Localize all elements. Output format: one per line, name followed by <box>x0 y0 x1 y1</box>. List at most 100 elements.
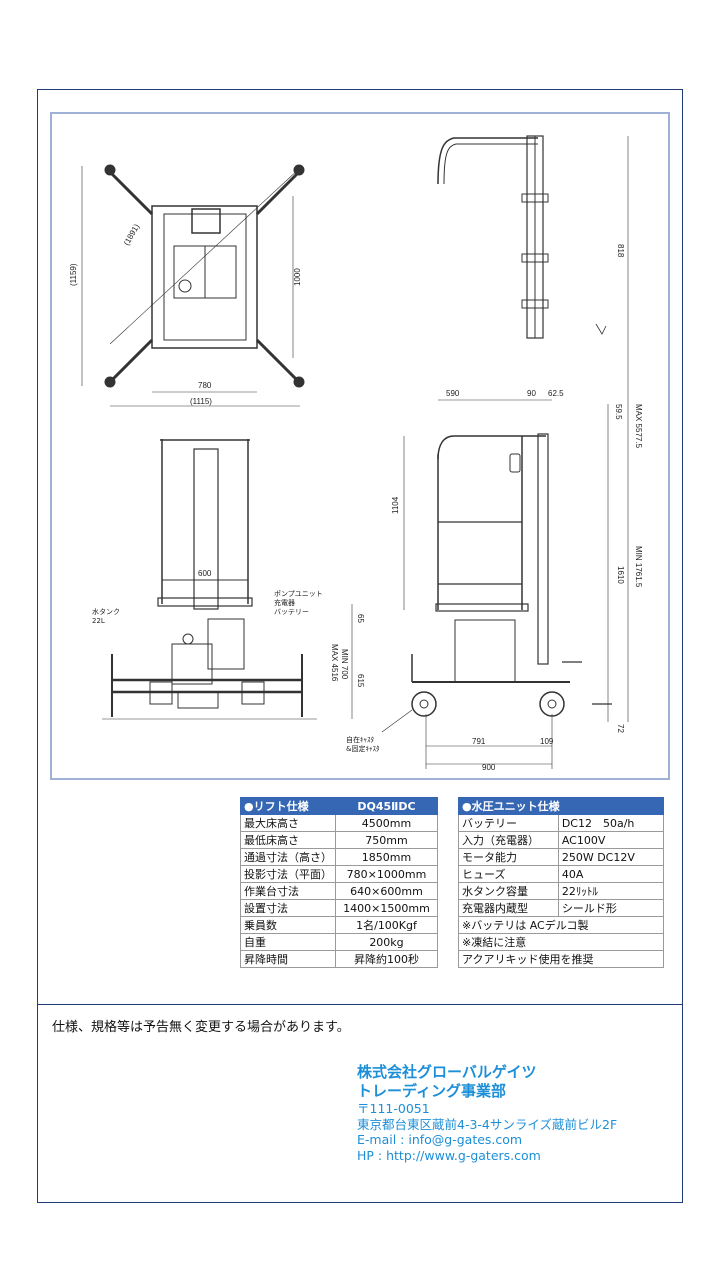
label-charger: 充電器 <box>274 598 295 607</box>
hyd-key: 充電器内蔵型 <box>458 899 559 917</box>
table-row: 通過寸法（高さ）1850mm <box>240 848 438 866</box>
side-view-mast-top <box>437 135 629 722</box>
company-postal: 〒111-0051 <box>357 1101 430 1116</box>
lift-spec-title: ●リフト仕様 <box>240 797 336 815</box>
dim-1115: (1115) <box>190 397 212 406</box>
dim-818: 818 <box>616 244 625 258</box>
hyd-note: ※凍結に注意 <box>458 933 664 951</box>
dim-1000: 1000 <box>293 268 302 286</box>
hyd-value: DC12 50a/h <box>557 814 665 832</box>
dim-65: 65 <box>356 614 365 623</box>
dim-1891: (1891) <box>122 222 142 247</box>
dim-780: 780 <box>198 381 212 390</box>
dim-590: 590 <box>446 389 460 398</box>
lift-value: 4500mm <box>335 814 438 832</box>
dim-900: 900 <box>482 763 496 772</box>
table-row: 充電器内蔵型シールド形 <box>458 899 665 917</box>
label-caster-2: &固定ｷｬｽﾀ <box>346 744 380 753</box>
label-caster-1: 自在ｷｬｽﾀ <box>346 735 374 744</box>
dim-600: 600 <box>198 569 212 578</box>
section-divider <box>37 1004 683 1005</box>
top-view <box>81 164 305 407</box>
dim-1159: (1159) <box>69 263 78 286</box>
company-website[interactable]: HP : http://www.g-gaters.com <box>357 1147 541 1163</box>
label-water-tank: 水タンク <box>92 607 120 616</box>
table-row: 投影寸法（平面）780×1000mm <box>240 865 438 883</box>
dim-615: 615 <box>356 674 365 688</box>
lift-spec-header: ●リフト仕様 DQ45ⅡDC <box>240 797 438 815</box>
company-division: トレーディング事業部 <box>357 1082 506 1100</box>
table-row: ※凍結に注意 <box>458 933 664 951</box>
drawing-svg: (1891) (1159) 1000 780 (1115) 600 水タンク <box>69 135 643 772</box>
dim-min1761: MIN 1761.5 <box>634 546 643 588</box>
table-row: ※バッテリは ACデルコ製 <box>458 916 664 934</box>
company-address: 東京都台東区蔵前4-3-4サンライズ蔵前ビル2F <box>357 1116 618 1132</box>
hyd-value: 22ﾘｯﾄﾙ <box>557 882 665 900</box>
lift-value: 780×1000mm <box>335 865 438 883</box>
dim-1104: 1104 <box>391 496 400 514</box>
lift-key: 自重 <box>240 933 336 951</box>
hyd-value: AC100V <box>557 831 665 849</box>
hyd-key: バッテリー <box>458 814 559 832</box>
hyd-value: シールド形 <box>557 899 665 917</box>
dim-max5577: MAX 5577.5 <box>634 404 643 449</box>
lift-spec-model: DQ45ⅡDC <box>335 797 438 815</box>
lift-value: 1名/100Kgf <box>335 916 438 934</box>
table-row: 入力（充電器）AC100V <box>458 831 665 849</box>
page-frame <box>37 89 683 1203</box>
lift-key: 投影寸法（平面） <box>240 865 336 883</box>
lift-key: 乗員数 <box>240 916 336 934</box>
dim-min700: MIN 700 <box>340 649 349 680</box>
table-row: アクアリキッド使用を推奨 <box>458 950 664 968</box>
hyd-key: 水タンク容量 <box>458 882 559 900</box>
hyd-note: ※バッテリは ACデルコ製 <box>458 916 664 934</box>
dim-72: 72 <box>616 724 625 733</box>
dim-max4516: MAX 4516 <box>330 644 339 682</box>
lift-key: 通過寸法（高さ） <box>240 848 336 866</box>
dim-90: 90 <box>527 389 536 398</box>
dim-1610: 1610 <box>616 566 625 584</box>
hyd-value: 40A <box>557 865 665 883</box>
technical-drawing: (1891) (1159) 1000 780 (1115) 600 水タンク <box>50 112 670 780</box>
lift-value: 640×600mm <box>335 882 438 900</box>
hydraulic-spec-header: ●水圧ユニット仕様 <box>458 797 664 815</box>
side-view-lowered <box>403 399 612 769</box>
label-water-tank-cap: 22L <box>92 617 105 625</box>
company-email[interactable]: E-mail : info@g-gates.com <box>357 1132 523 1147</box>
hyd-note: アクアリキッド使用を推奨 <box>458 950 664 968</box>
lift-value: 1400×1500mm <box>335 899 438 917</box>
hyd-key: 入力（充電器） <box>458 831 559 849</box>
hyd-value: 250W DC12V <box>557 848 665 866</box>
hydraulic-spec-title: ●水圧ユニット仕様 <box>458 797 664 815</box>
disclaimer-note: 仕様、規格等は予告無く変更する場合があります。 <box>52 1020 350 1035</box>
dim-791: 791 <box>472 737 486 746</box>
lift-key: 昇降時間 <box>240 950 336 968</box>
dim-62-5: 62.5 <box>548 389 564 398</box>
lift-value: 750mm <box>335 831 438 849</box>
lift-value: 昇降約100秒 <box>335 950 438 968</box>
hyd-key: ヒューズ <box>458 865 559 883</box>
lift-key: 設置寸法 <box>240 899 336 917</box>
table-row: 昇降時間昇降約100秒 <box>240 950 438 968</box>
company-block: 株式会社グローバルゲイツ トレーディング事業部 〒111-0051 東京都台東区… <box>357 1063 617 1163</box>
label-pump-unit: ポンプユニット <box>274 590 323 598</box>
dim-109: 109 <box>540 737 554 746</box>
lift-key: 作業台寸法 <box>240 882 336 900</box>
label-battery: バッテリー <box>274 608 309 616</box>
lift-value: 1850mm <box>335 848 438 866</box>
front-view <box>102 439 317 720</box>
company-name: 株式会社グローバルゲイツ <box>357 1063 537 1081</box>
hyd-key: モータ能力 <box>458 848 559 866</box>
